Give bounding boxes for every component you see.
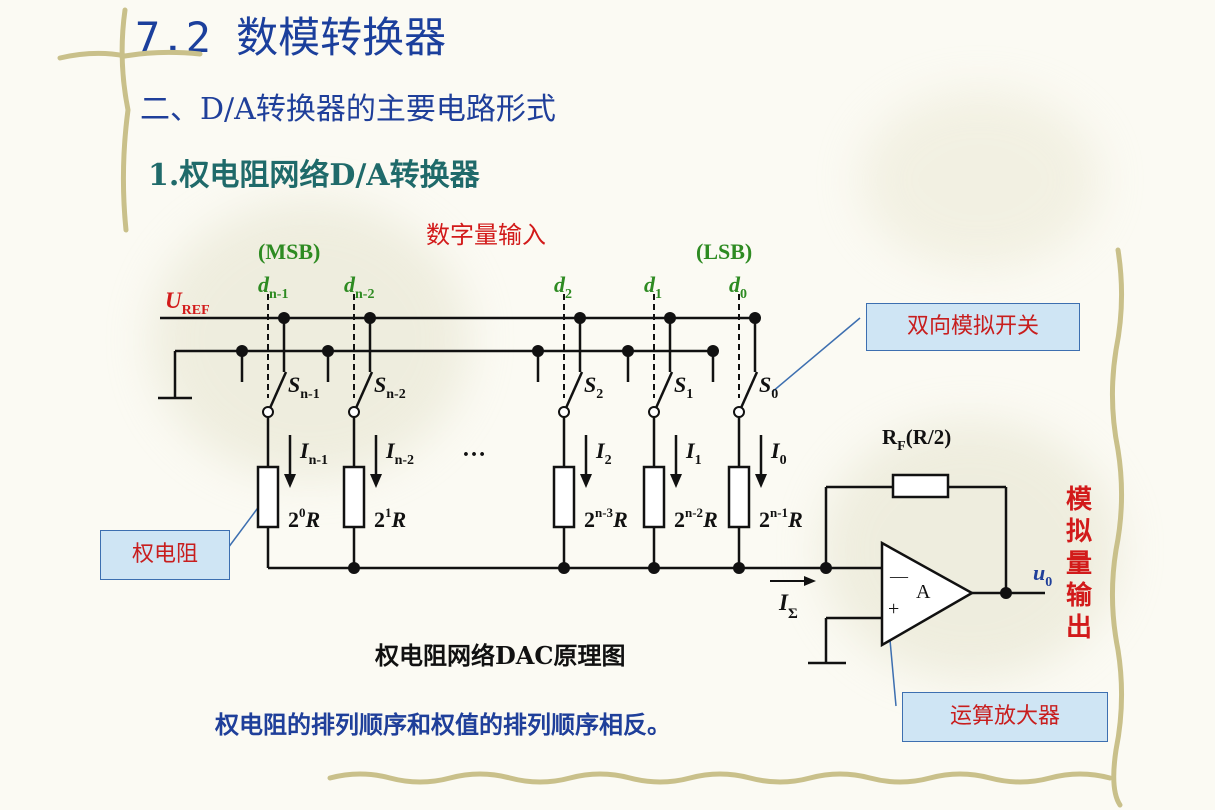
- weighted-resistor: [727, 465, 751, 529]
- vine-border-decoration: [57, 7, 1125, 808]
- resistor-value-label: 2n-2R: [674, 505, 718, 532]
- switch-blade: [354, 371, 374, 409]
- switch-blade: [268, 371, 288, 409]
- resistor-value-label: 21R: [374, 505, 406, 532]
- analog-output-label: 模 拟 量 输 出: [1062, 484, 1096, 644]
- background-decoration: [150, 200, 470, 480]
- switch-label: S0: [759, 372, 778, 402]
- uref-label: UREF: [165, 288, 210, 318]
- resistor-value-label: 2n-3R: [584, 505, 628, 532]
- switch-pivot: [733, 406, 745, 418]
- op-amp-plus: +: [888, 598, 899, 620]
- section-heading: 1.权电阻网络D/A转换器: [148, 158, 480, 193]
- analog-output-char: 模: [1065, 485, 1092, 515]
- current-label: I2: [595, 438, 612, 468]
- background-decoration: [820, 420, 1120, 680]
- op-amp-minus: —: [889, 566, 909, 586]
- switch-pivot: [558, 406, 570, 418]
- switch-pivot: [348, 406, 360, 418]
- switch-blade: [564, 371, 584, 409]
- resistor-value-label: 2n-1R: [759, 505, 803, 532]
- analog-output-char: 输: [1065, 581, 1092, 611]
- current-label: In-2: [385, 438, 414, 468]
- weighted-resistor-callout: 权电阻: [100, 530, 230, 580]
- branch-ellipsis: …: [462, 436, 486, 462]
- analog-output-char: 出: [1065, 613, 1092, 643]
- sum-current-label: IΣ: [778, 590, 798, 622]
- weighted-resistor: [342, 465, 366, 529]
- feedback-resistor-label: RF(R/2): [882, 425, 951, 454]
- analog-switch-callout: 双向模拟开关: [866, 303, 1080, 351]
- summary-note: 权电阻的排列顺序和权值的排列顺序相反。: [215, 710, 671, 739]
- feedback-resistor: [891, 473, 950, 499]
- circuit-wires: [158, 316, 1045, 707]
- background-decoration: [860, 90, 1100, 270]
- current-arrowhead: [670, 474, 682, 488]
- weighted-resistor: [642, 465, 666, 529]
- bit-label: dn-1: [258, 272, 288, 302]
- switch-label: Sn-2: [374, 372, 406, 402]
- switch-label: Sn-1: [288, 372, 320, 402]
- bit-label: dn-2: [344, 272, 374, 302]
- bit-label: d0: [729, 272, 747, 302]
- current-label: I1: [685, 438, 702, 468]
- output-label: u0: [1033, 560, 1052, 590]
- msb-label: (MSB): [258, 239, 320, 264]
- lsb-label: (LSB): [696, 239, 752, 264]
- sum-current-arrowhead: [804, 576, 816, 586]
- analog-output-char: 量: [1065, 549, 1092, 579]
- current-arrowhead: [370, 474, 382, 488]
- analog-output-char: 拟: [1065, 517, 1092, 547]
- section-subtitle: 二、D/A转换器的主要电路形式: [140, 92, 556, 127]
- switch-pivot: [648, 406, 660, 418]
- switch-label: S1: [674, 372, 693, 402]
- bit-label: d2: [554, 272, 572, 302]
- bit-label: d1: [644, 272, 662, 302]
- switch-blade: [654, 371, 674, 409]
- switch-blade: [739, 371, 759, 409]
- op-amp-label: A: [916, 581, 931, 603]
- digital-input-heading: 数字量输入: [426, 222, 546, 249]
- diagram-caption: 权电阻网络DAC原理图: [375, 641, 626, 670]
- op-amp-callout: 运算放大器: [902, 692, 1108, 742]
- op-amp: [880, 540, 975, 648]
- current-arrowhead: [284, 474, 296, 488]
- switch-pivot: [262, 406, 274, 418]
- current-label: In-1: [299, 438, 328, 468]
- weighted-resistor: [256, 465, 280, 529]
- resistor-value-label: 20R: [288, 505, 320, 532]
- switch-label: S2: [584, 372, 603, 402]
- weighted-resistor: [552, 465, 576, 529]
- current-label: I0: [770, 438, 787, 468]
- current-arrowhead: [755, 474, 767, 488]
- current-arrowhead: [580, 474, 592, 488]
